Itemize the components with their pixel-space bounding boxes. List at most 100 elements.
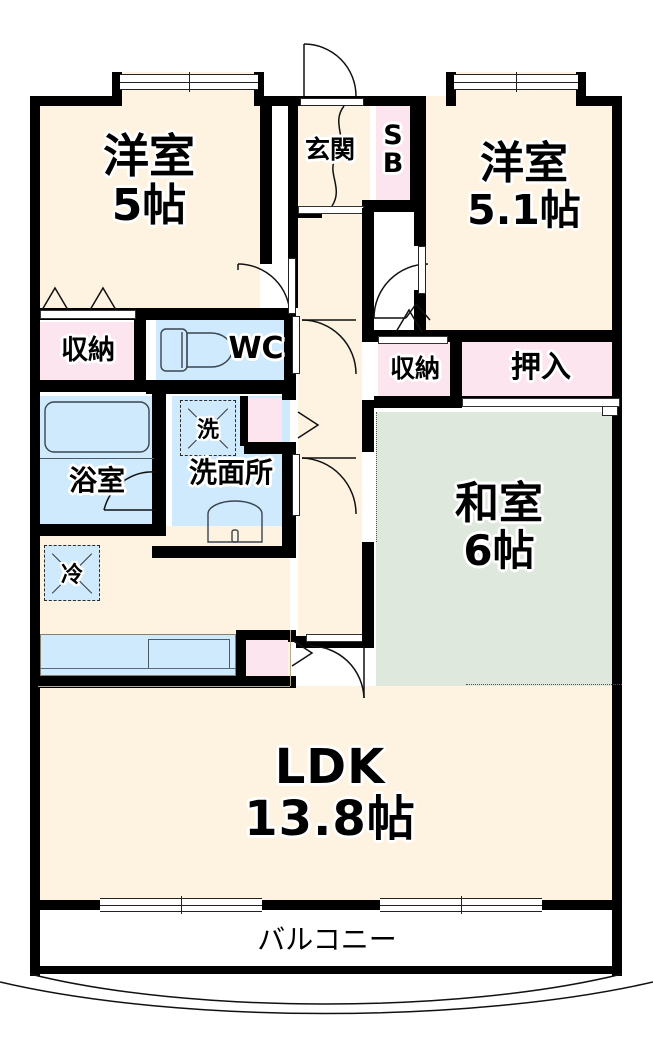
wall-washroom-east-upper [282, 392, 296, 400]
label-closet-right: 収納 [378, 355, 452, 382]
wall-toilet-south [146, 380, 294, 394]
wall-kitchen-counter-south [30, 676, 296, 688]
label-japanese-size: 6帖 [463, 525, 535, 575]
western-a-door-swing [237, 263, 291, 317]
wall-bay-left-east [254, 72, 264, 106]
wall-outer-top-right [576, 96, 622, 106]
storage-fill-closet-right [378, 342, 454, 398]
label-oshiire: 押入 [462, 351, 620, 384]
wall-bathroom-east [152, 392, 166, 536]
toilet-fixture [160, 328, 233, 372]
closet-left-door-track [40, 310, 136, 319]
wall-western-a-east [260, 96, 272, 264]
window-mullion [181, 896, 182, 914]
closet-right-door-marks [395, 308, 423, 333]
label-ldk-size: 13.8帖 [244, 790, 416, 847]
wall-bay-left-west [112, 72, 122, 106]
washer-placeholder: 洗 [180, 400, 236, 456]
label-toilet-text: WC [228, 331, 284, 366]
wall-closet-right-east [450, 336, 462, 406]
window-ldk-balcony-door [100, 896, 262, 914]
wall-closet-left-south [30, 380, 146, 392]
room-fill-western-b [426, 96, 622, 332]
tatami-border-west [376, 412, 377, 542]
label-western-b-size: 5.1帖 [467, 185, 581, 234]
label-western-a-name: 洋室 [103, 129, 195, 183]
window-western-b [454, 72, 578, 92]
slot-oshiire-fusuma [462, 398, 620, 407]
toilet-door-leaf [292, 316, 300, 374]
kitchen-sink-basin [148, 639, 230, 669]
wall-western-b-west-low [414, 290, 426, 342]
western-b-door-swing [373, 263, 431, 321]
hallway-passage-arrow-upper [297, 411, 320, 439]
washer-label: 洗 [196, 418, 219, 443]
label-closet-left: 収納 [40, 336, 136, 365]
wall-bathroom-south [30, 524, 166, 536]
label-japanese-name: 和室 [455, 478, 543, 529]
washroom-door-leaf [292, 454, 300, 516]
window-mullion [461, 896, 462, 914]
label-toilet: WC [222, 331, 290, 366]
label-japanese: 和室 6帖 [376, 480, 622, 573]
wall-bay-right-east [576, 72, 586, 106]
slot-hallway-ldk-door-track [306, 634, 368, 642]
wall-western-b-west [414, 96, 426, 246]
kitchen-counter-edge [40, 668, 236, 669]
wall-washroom-west-nook [240, 396, 248, 446]
window-western-a [120, 72, 258, 92]
wall-outer-left [30, 96, 40, 976]
bathroom-door-swing [103, 471, 157, 511]
window-mullion [516, 72, 517, 92]
closet-left-door-marks [41, 286, 117, 311]
refrigerator-placeholder: 冷 [44, 545, 100, 601]
label-entrance-text: 玄関 [304, 135, 355, 164]
wall-washroom-south [152, 546, 296, 558]
label-closet-right-text: 収納 [389, 354, 440, 383]
room-fill-shoe-box [376, 104, 410, 202]
kitchen-stove-niche [246, 640, 288, 676]
western-b-door-leaf [418, 246, 426, 294]
tatami-border-south [466, 684, 622, 685]
label-shoe-box-text: S B [382, 120, 404, 180]
window-japanese-balcony-door [380, 896, 542, 914]
entrance-door-swing [303, 43, 357, 97]
ldk-passage-arrow [291, 639, 314, 667]
wall-japanese-west [362, 542, 374, 648]
label-balcony: バルコニー [32, 923, 622, 956]
label-balcony-text: バルコニー [257, 923, 397, 956]
label-closet-left-text: 収納 [61, 335, 115, 366]
wall-balcony-bottom [30, 966, 622, 974]
kitchen-floor-edge-line [38, 686, 290, 687]
slot-closet-right-door [378, 336, 448, 344]
label-western-a: 洋室 5帖 [38, 129, 260, 229]
refrigerator-label: 冷 [60, 563, 83, 588]
ldk-door-swing [309, 645, 365, 699]
storage-fill-closet-left [40, 322, 136, 380]
wall-bay-right-west [446, 72, 456, 106]
wall-hallway-east-upper [362, 208, 374, 342]
wall-closet-left-east [134, 308, 146, 392]
label-western-b: 洋室 5.1帖 [424, 140, 624, 232]
label-entrance: 玄関 [296, 136, 364, 163]
wall-shoebox-south [362, 200, 422, 212]
wall-kitchen-nook-left [236, 630, 246, 688]
label-bathroom: 浴室 [40, 464, 154, 497]
toilet-door-swing [301, 319, 357, 375]
room-fill-ldk [38, 686, 622, 900]
label-washroom-text: 洗面所 [188, 456, 273, 489]
wall-entrance-west [288, 96, 298, 208]
label-ldk: LDK 13.8帖 [180, 741, 480, 847]
wall-closet-right-south [374, 396, 462, 408]
label-bathroom-text: 浴室 [68, 464, 125, 497]
hallway-fill [298, 208, 362, 648]
room-fill-japanese [376, 412, 622, 686]
label-washroom: 洗面所 [170, 456, 292, 489]
wall-ldk-balcony [30, 900, 622, 910]
bathtub-fixture [44, 401, 150, 453]
wall-outer-top-left [30, 96, 122, 106]
entrance-door-leaf [300, 98, 364, 106]
kitchen-wall-edge-line [290, 630, 291, 686]
wash-basin-fixture [207, 500, 263, 543]
